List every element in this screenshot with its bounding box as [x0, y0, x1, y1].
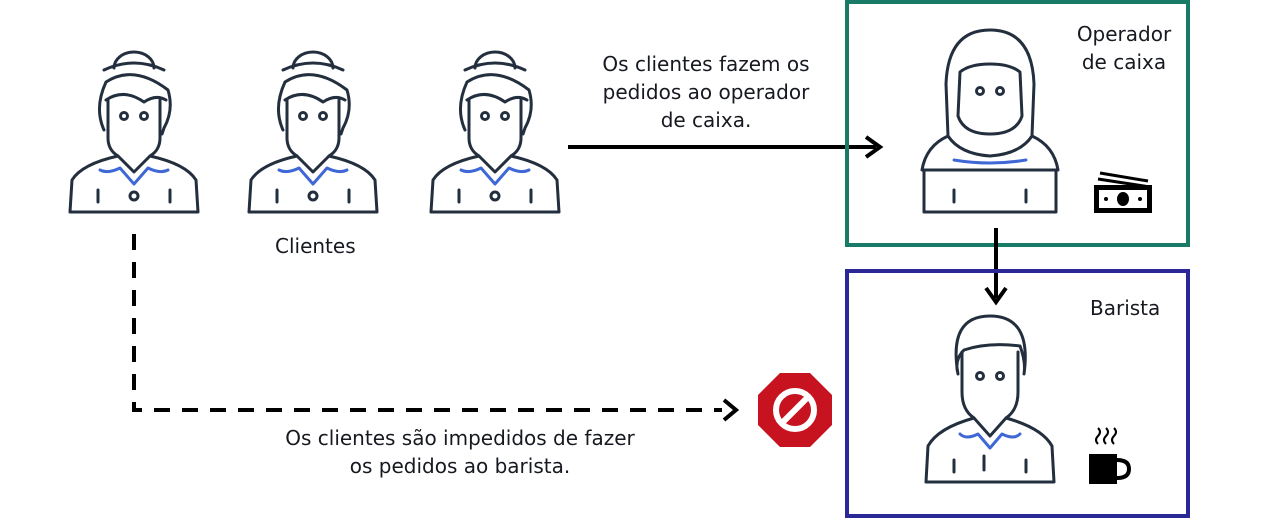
caption-line: Os clientes fazem os — [602, 52, 810, 76]
cashier-box — [845, 0, 1190, 247]
arrow-to-barista — [984, 228, 1008, 306]
barista-person-icon — [924, 314, 1056, 484]
money-icon — [1094, 171, 1152, 213]
caption-line: pedidos ao operador — [602, 80, 810, 104]
blocked-caption: Os clientes são impedidos de fazer os pe… — [240, 424, 680, 480]
clients-label: Clientes — [275, 234, 356, 258]
client-figure-2-icon — [247, 50, 379, 214]
barista-box — [845, 269, 1190, 518]
coffee-cup-icon — [1089, 427, 1132, 484]
arrow-to-cashier-caption: Os clientes fazem os pedidos ao operador… — [575, 50, 837, 134]
client-figure-1-icon — [68, 50, 200, 214]
no-entry-icon — [758, 373, 832, 447]
barista-label: Barista — [1090, 296, 1161, 320]
client-figure-3-icon — [429, 50, 561, 214]
arrow-to-cashier — [568, 135, 884, 159]
cashier-label: Operador de caixa — [1076, 22, 1172, 74]
caption-line: de caixa. — [660, 108, 752, 132]
cashier-person-icon — [920, 28, 1060, 214]
caption-line: Os clientes são impedidos de fazer — [285, 426, 635, 450]
blocked-path — [132, 234, 740, 422]
caption-line: os pedidos ao barista. — [349, 454, 571, 478]
